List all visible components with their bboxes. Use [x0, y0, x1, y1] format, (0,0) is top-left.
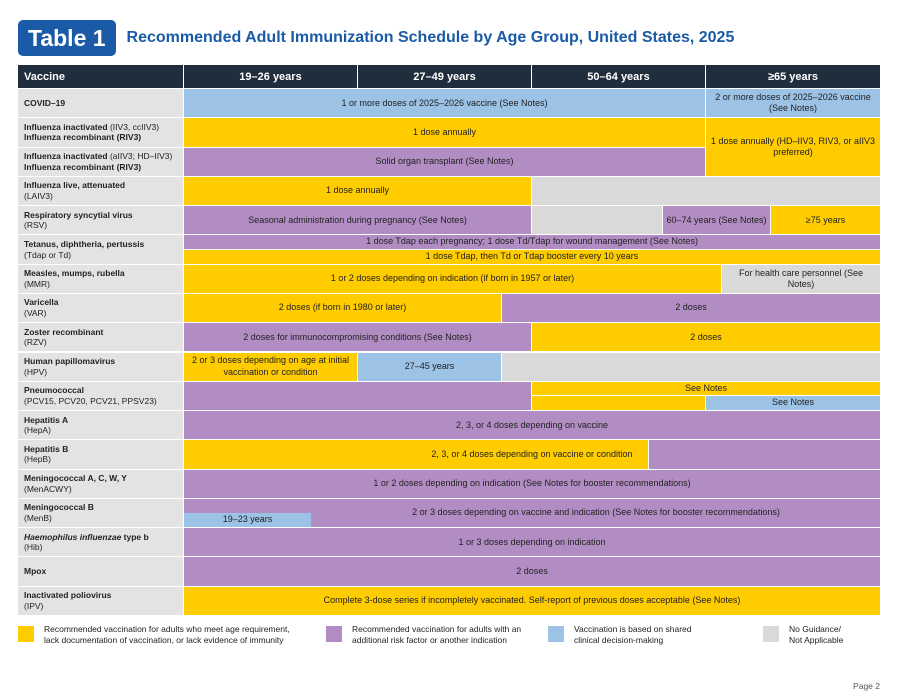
legend-swatch-yellow [18, 626, 34, 642]
row-label-hepatitis-a: Hepatitis A (HepA) [18, 411, 183, 440]
cell-pneumo-see-notes-yellow: See Notes [532, 381, 880, 395]
row-label-influenza-live: Influenza live, attenuated (LAIV3) [18, 176, 183, 206]
cell-flu-inactivated: 1 dose annually [184, 118, 705, 147]
cell-rsv-60-74: 60–74 years (See Notes) [663, 206, 770, 235]
row-label-zoster: Zoster recombinant (RZV) [18, 323, 183, 352]
row-label-menacwy: Meningococcal A, C, W, Y (MenACWY) [18, 469, 183, 498]
legend-swatch-purple [326, 626, 342, 642]
cell-hepatitis-b-yellow [184, 440, 648, 469]
page-title: Recommended Adult Immunization Schedule … [126, 29, 735, 46]
row-label-mpox: Mpox [18, 557, 183, 586]
cell-menb-text: 2 or 3 doses depending on vaccine and in… [412, 507, 780, 518]
cell-menacwy: 1 or 2 doses depending on indication (Se… [184, 469, 880, 498]
cell-flu-transplant: Solid organ transplant (See Notes) [184, 147, 705, 176]
row-label-hpv: Human papillomavirus (HPV) [18, 352, 183, 381]
cell-pneumo-see-notes-blue: See Notes [706, 395, 880, 411]
cell-hpv-age: 2 or 3 doses depending on age at initial… [184, 352, 357, 381]
row-label-hepatitis-b: Hepatitis B (HepB) [18, 440, 183, 469]
row-label-varicella: Varicella (VAR) [18, 293, 183, 323]
legend-swatch-gray [763, 626, 779, 642]
legend-swatch-blue [548, 626, 564, 642]
cell-mpox: 2 doses [184, 557, 880, 586]
cell-covid-65: 2 or more doses of 2025–2026 vaccine (Se… [706, 89, 880, 118]
legend-item-blue: Vaccination is based on shared clinical … [548, 624, 692, 646]
header: Table 1 Recommended Adult Immunization S… [18, 20, 734, 56]
cell-rsv-na [532, 206, 662, 235]
cell-hpv-27-45: 27–45 years [358, 352, 501, 381]
cell-tdap-booster: 1 dose Tdap, then Td or Tdap booster eve… [184, 249, 880, 264]
row-label-ipv-sub: (IPV) [24, 600, 44, 611]
row-label-influenza-inactivated-1: Influenza inactivated (IIV3, ccIIV3) Inf… [18, 118, 183, 147]
cell-zoster-2-doses: 2 doses [532, 323, 880, 352]
cell-hpv-na [502, 352, 880, 381]
cell-menb-19-23: 19–23 years [184, 513, 311, 528]
schedule-table: Vaccine 19–26 years 27–49 years 50–64 ye… [18, 65, 880, 616]
row-label-ipv: Inactivated poliovirus(IPV) [18, 586, 183, 615]
row-label-hib: Haemophilus influenzae type b (Hib) [18, 528, 183, 557]
row-label-pneumococcal: Pneumococcal (PCV15, PCV20, PCV21, PPSV2… [18, 381, 183, 411]
row-label-rsv: Respiratory syncytial virus (RSV) [18, 206, 183, 235]
column-header-50-64: 50–64 years [532, 65, 705, 88]
row-label-influenza-inactivated-2: Influenza inactivated (aIIV3; HD–IIV3) I… [18, 147, 183, 176]
legend-item-purple: Recommended vaccination for adults with … [326, 624, 521, 646]
row-label-covid: COVID–19 [18, 89, 183, 118]
cell-hepatitis-b-text: 2, 3, or 4 doses depending on vaccine or… [431, 448, 633, 459]
row-label-mmr: Measles, mumps, rubella (MMR) [18, 264, 183, 293]
table-badge: Table 1 [18, 20, 116, 56]
cell-covid-main: 1 or more doses of 2025–2026 vaccine (Se… [184, 89, 705, 118]
cell-pneumo-risk [184, 381, 531, 411]
row-label-ipv-name: Inactivated poliovirus [24, 590, 112, 601]
row-label-tdap: Tetanus, diphtheria, pertussis (Tdap or … [18, 235, 183, 264]
cell-ipv: Complete 3-dose series if incompletely v… [184, 586, 880, 615]
column-header-27-49: 27–49 years [358, 65, 531, 88]
page-number: Page 2 [853, 681, 880, 691]
cell-flu-live: 1 dose annually [184, 176, 531, 206]
column-header-19-26: 19–26 years [184, 65, 357, 88]
cell-rsv-pregnancy: Seasonal administration during pregnancy… [184, 206, 531, 235]
cell-mmr-main: 1 or 2 doses depending on indication (if… [184, 264, 721, 293]
cell-flu-65: 1 dose annually (HD–IIV3, RIV3, or aIIV3… [706, 118, 880, 176]
legend-item-gray: No Guidance/ Not Applicable [763, 624, 843, 646]
cell-varicella-2-doses: 2 doses [502, 293, 880, 323]
column-header-vaccine: Vaccine [18, 65, 183, 88]
legend: Recommended vaccination for adults who m… [18, 624, 880, 670]
cell-rsv-75: ≥75 years [771, 206, 880, 235]
row-label-menb: Meningococcal B (MenB) [18, 498, 183, 528]
column-header-65-plus: ≥65 years [706, 65, 880, 88]
cell-hepatitis-a: 2, 3, or 4 doses depending on vaccine [184, 411, 880, 440]
cell-flu-live-na [532, 176, 880, 206]
cell-zoster-immunocompromising: 2 doses for immunocompromising condition… [184, 323, 531, 352]
cell-hib: 1 or 3 doses depending on indication [184, 528, 880, 557]
cell-hepatitis-b-purple [649, 440, 880, 469]
cell-varicella-born-1980: 2 doses (if born in 1980 or later) [184, 293, 501, 323]
cell-pneumo-yellow-lower [532, 395, 705, 411]
cell-tdap-pregnancy: 1 dose Tdap each pregnancy; 1 dose Td/Td… [184, 235, 880, 249]
legend-item-yellow: Recommended vaccination for adults who m… [18, 624, 290, 646]
cell-mmr-hcp: For health care personnel (See Notes) [722, 264, 880, 293]
